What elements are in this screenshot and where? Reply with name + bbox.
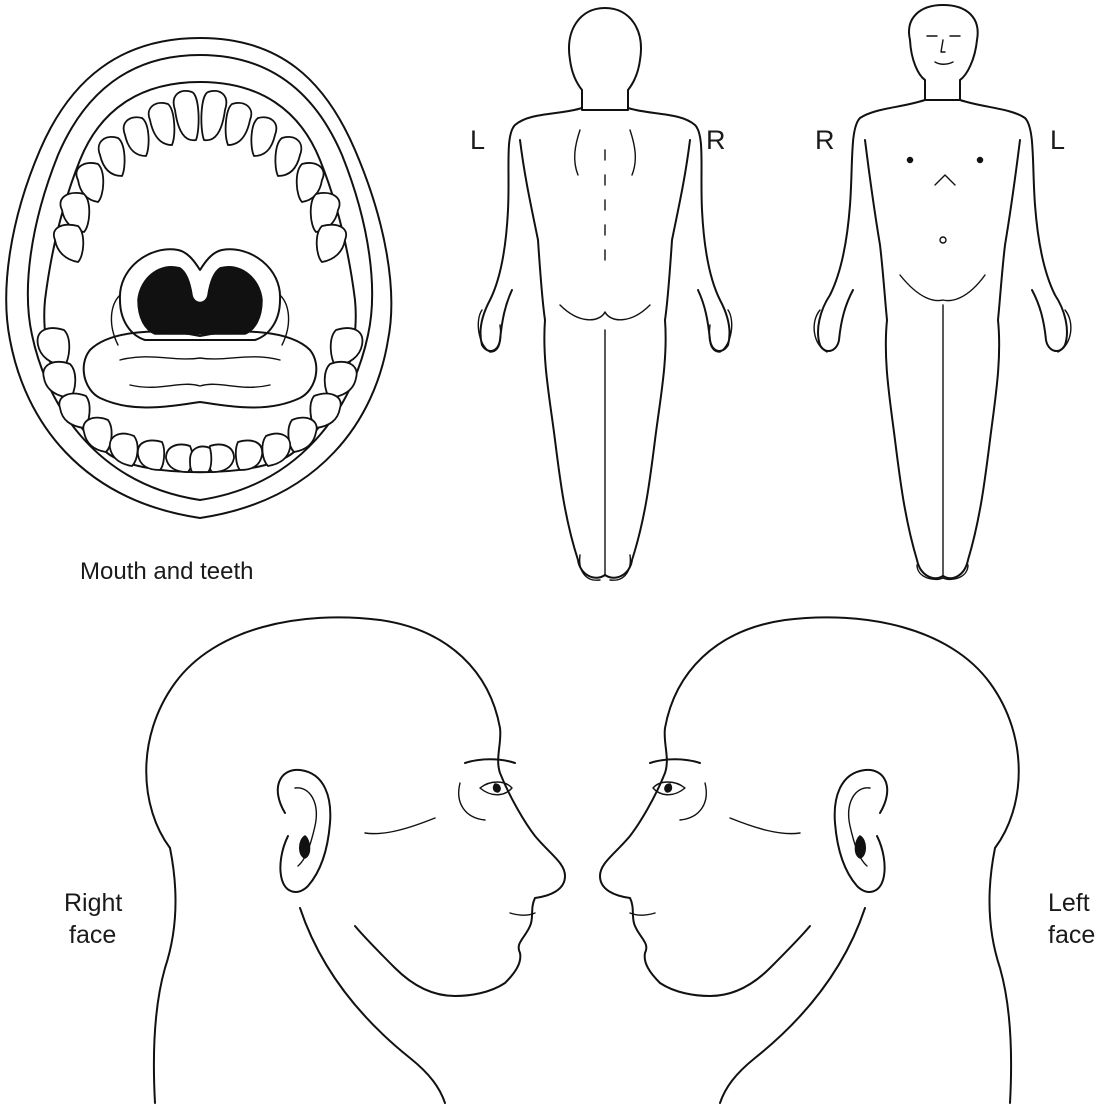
front-view-left-marker: L — [1050, 125, 1065, 155]
mouth-caption: Mouth and teeth — [80, 557, 253, 587]
body-back-view — [460, 0, 760, 590]
mouth-and-teeth-diagram — [0, 0, 400, 560]
body-front-view — [795, 0, 1095, 590]
right-face-label-line2: face — [69, 920, 116, 950]
front-view-right-marker: R — [815, 125, 835, 155]
lower-teeth — [38, 328, 363, 472]
left-face-label-line2: face — [1048, 920, 1095, 950]
back-view-right-marker: R — [706, 125, 726, 155]
upper-teeth — [54, 91, 346, 262]
left-face-profile — [585, 608, 1055, 1108]
right-face-profile — [110, 608, 580, 1108]
right-face-label-line1: Right — [64, 888, 122, 918]
left-face-label-line1: Left — [1048, 888, 1090, 918]
back-view-left-marker: L — [470, 125, 485, 155]
